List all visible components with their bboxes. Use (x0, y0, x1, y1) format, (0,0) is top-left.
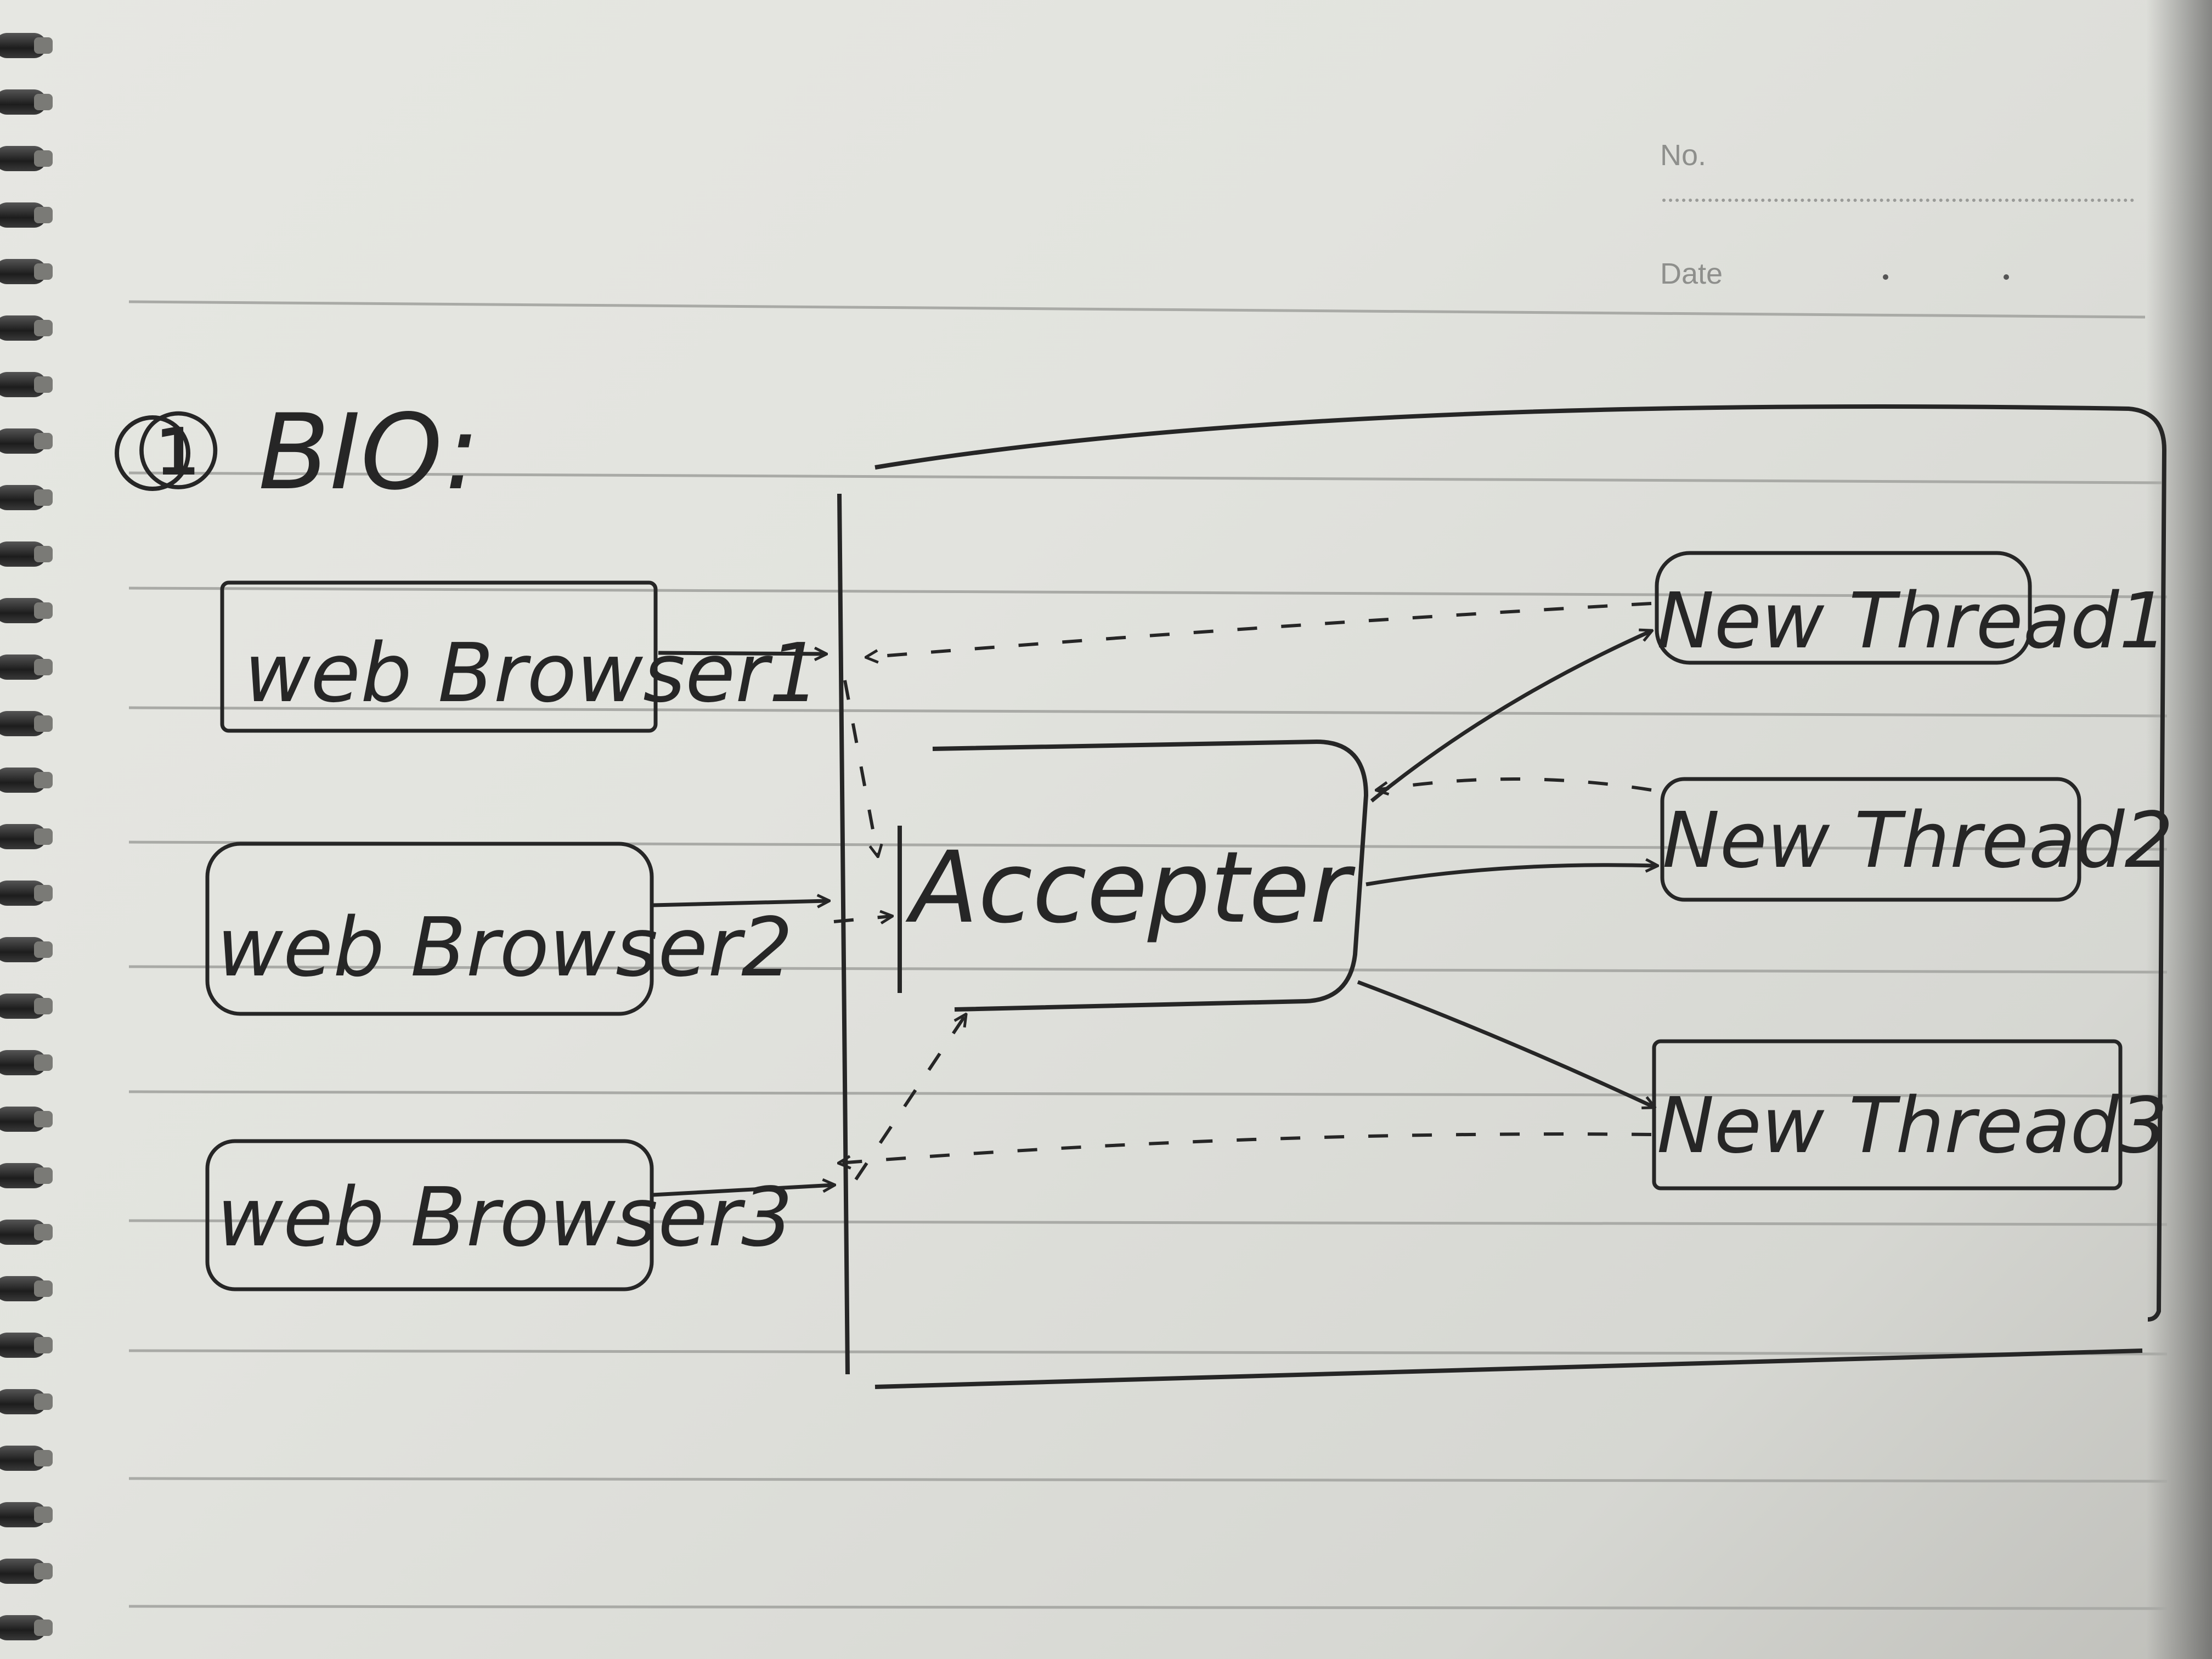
arrow-browser2-acceptor (652, 901, 828, 905)
binding-hole (34, 1337, 53, 1353)
binding-hole (34, 320, 53, 336)
binding-hole (34, 489, 53, 506)
binding-hole (34, 1167, 53, 1184)
arrow-acceptor-thread1 (1370, 631, 1651, 803)
arrow-thread3-browser3 (839, 1132, 1652, 1163)
browser-2: web Browser2 (205, 842, 793, 1016)
binding-hole (34, 715, 53, 732)
response-arrows (833, 602, 1652, 1181)
binding-hole (34, 150, 53, 167)
rule-line (128, 1349, 2168, 1356)
binding-hole (34, 1054, 53, 1071)
arrow-browser3-acceptor (652, 1185, 834, 1197)
spawn-arrows (1357, 631, 1657, 1107)
diagram-title: ① BIO: (132, 392, 479, 513)
header-no-line (1662, 199, 2134, 202)
rule-lines (128, 300, 2168, 1610)
rule-line (128, 1219, 2168, 1226)
browser-2-box (205, 842, 654, 1016)
binding-hole (34, 263, 53, 280)
arrow-thread2-browser2 (1377, 777, 1652, 790)
binding-hole (34, 602, 53, 619)
browser-1-label: web Browser1 (244, 626, 820, 720)
binding-hole (34, 828, 53, 845)
binding-hole (34, 1450, 53, 1466)
arrow-browser2-dashed (833, 916, 891, 922)
rule-line (128, 471, 2162, 484)
arrow-thread1-browser1 (867, 602, 1652, 657)
header-no-label: No. (1660, 139, 1707, 172)
rule-line (128, 1477, 2168, 1483)
spiral-binding (0, 0, 60, 1659)
binding-hole (34, 885, 53, 901)
binding-hole (34, 941, 53, 958)
rule-line (128, 706, 2168, 718)
binding-hole (34, 1224, 53, 1240)
system-boundary (837, 404, 2167, 1389)
binding-hole (34, 207, 53, 223)
browser-3: web Browser3 (205, 1139, 793, 1291)
binding-hole (34, 1393, 53, 1410)
binding-hole (34, 659, 53, 675)
binding-hole (34, 94, 53, 110)
rule-line (128, 300, 2146, 319)
acceptor-box (932, 739, 1369, 1012)
browser-3-box (205, 1139, 654, 1291)
acceptor-node: Accepter (898, 739, 1369, 1012)
thread-1-box (1655, 551, 2032, 665)
browser-3-label: web Browser3 (217, 1170, 793, 1265)
arrow-down-to-acceptor (843, 680, 878, 856)
browser-1-box (220, 580, 658, 733)
request-arrows (652, 653, 834, 1197)
thread-3: New Thread3 (1652, 1039, 2168, 1190)
date-dot (1883, 274, 1888, 280)
arrow-acceptor-thread2 (1365, 865, 1657, 887)
rule-line (128, 965, 2168, 974)
page-shadow (2146, 0, 2212, 1659)
thread-2-label: New Thread2 (1662, 796, 2174, 885)
arrow-browser1-acceptor (658, 653, 826, 654)
binding-hole (34, 1111, 53, 1127)
rule-line (128, 586, 2168, 599)
browser-1: web Browser1 (220, 580, 820, 733)
binding-hole (34, 772, 53, 788)
binding-hole (34, 37, 53, 54)
binding-hole (34, 376, 53, 393)
thread-3-box (1652, 1039, 2123, 1190)
browser-2-label: web Browser2 (217, 900, 793, 995)
title-group: ① BIO: (115, 392, 479, 513)
thread-1-label: New Thread1 (1657, 577, 2168, 666)
binding-hole (34, 1506, 53, 1523)
binding-hole (34, 998, 53, 1014)
rule-line (128, 1090, 2168, 1098)
thread-3-label: New Thread3 (1657, 1081, 2168, 1171)
acceptor-label: Accepter (905, 831, 1356, 945)
binding-hole (34, 1280, 53, 1297)
binding-hole (34, 433, 53, 449)
arrow-acceptor-thread3 (1357, 980, 1654, 1107)
binding-hole (34, 1620, 53, 1636)
title-circle (115, 415, 190, 491)
rule-line (128, 1605, 2168, 1610)
thread-1: New Thread1 (1655, 551, 2168, 666)
date-dot (2004, 274, 2009, 280)
binding-hole (34, 546, 53, 562)
thread-2-box (1660, 777, 2081, 902)
header-date-label: Date (1660, 257, 1723, 290)
thread-2: New Thread2 (1660, 777, 2174, 902)
binding-hole (34, 1563, 53, 1579)
arrow-up-to-acceptor (854, 1015, 966, 1181)
